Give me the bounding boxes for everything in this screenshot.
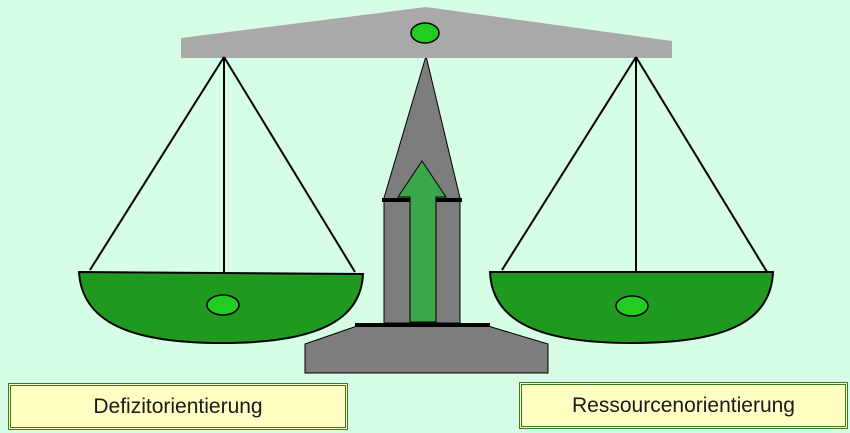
right-pan-marker [615,295,649,317]
scale-base [304,325,549,374]
left-pan-marker [206,294,240,316]
deficit-orientation-label: Defizitorientierung [8,383,348,430]
left-pan-strings [89,56,356,273]
up-arrow [397,160,447,323]
right-pan-strings [501,56,768,273]
resource-orientation-label: Ressourcenorientierung [519,382,848,429]
beam-pivot [410,22,440,44]
